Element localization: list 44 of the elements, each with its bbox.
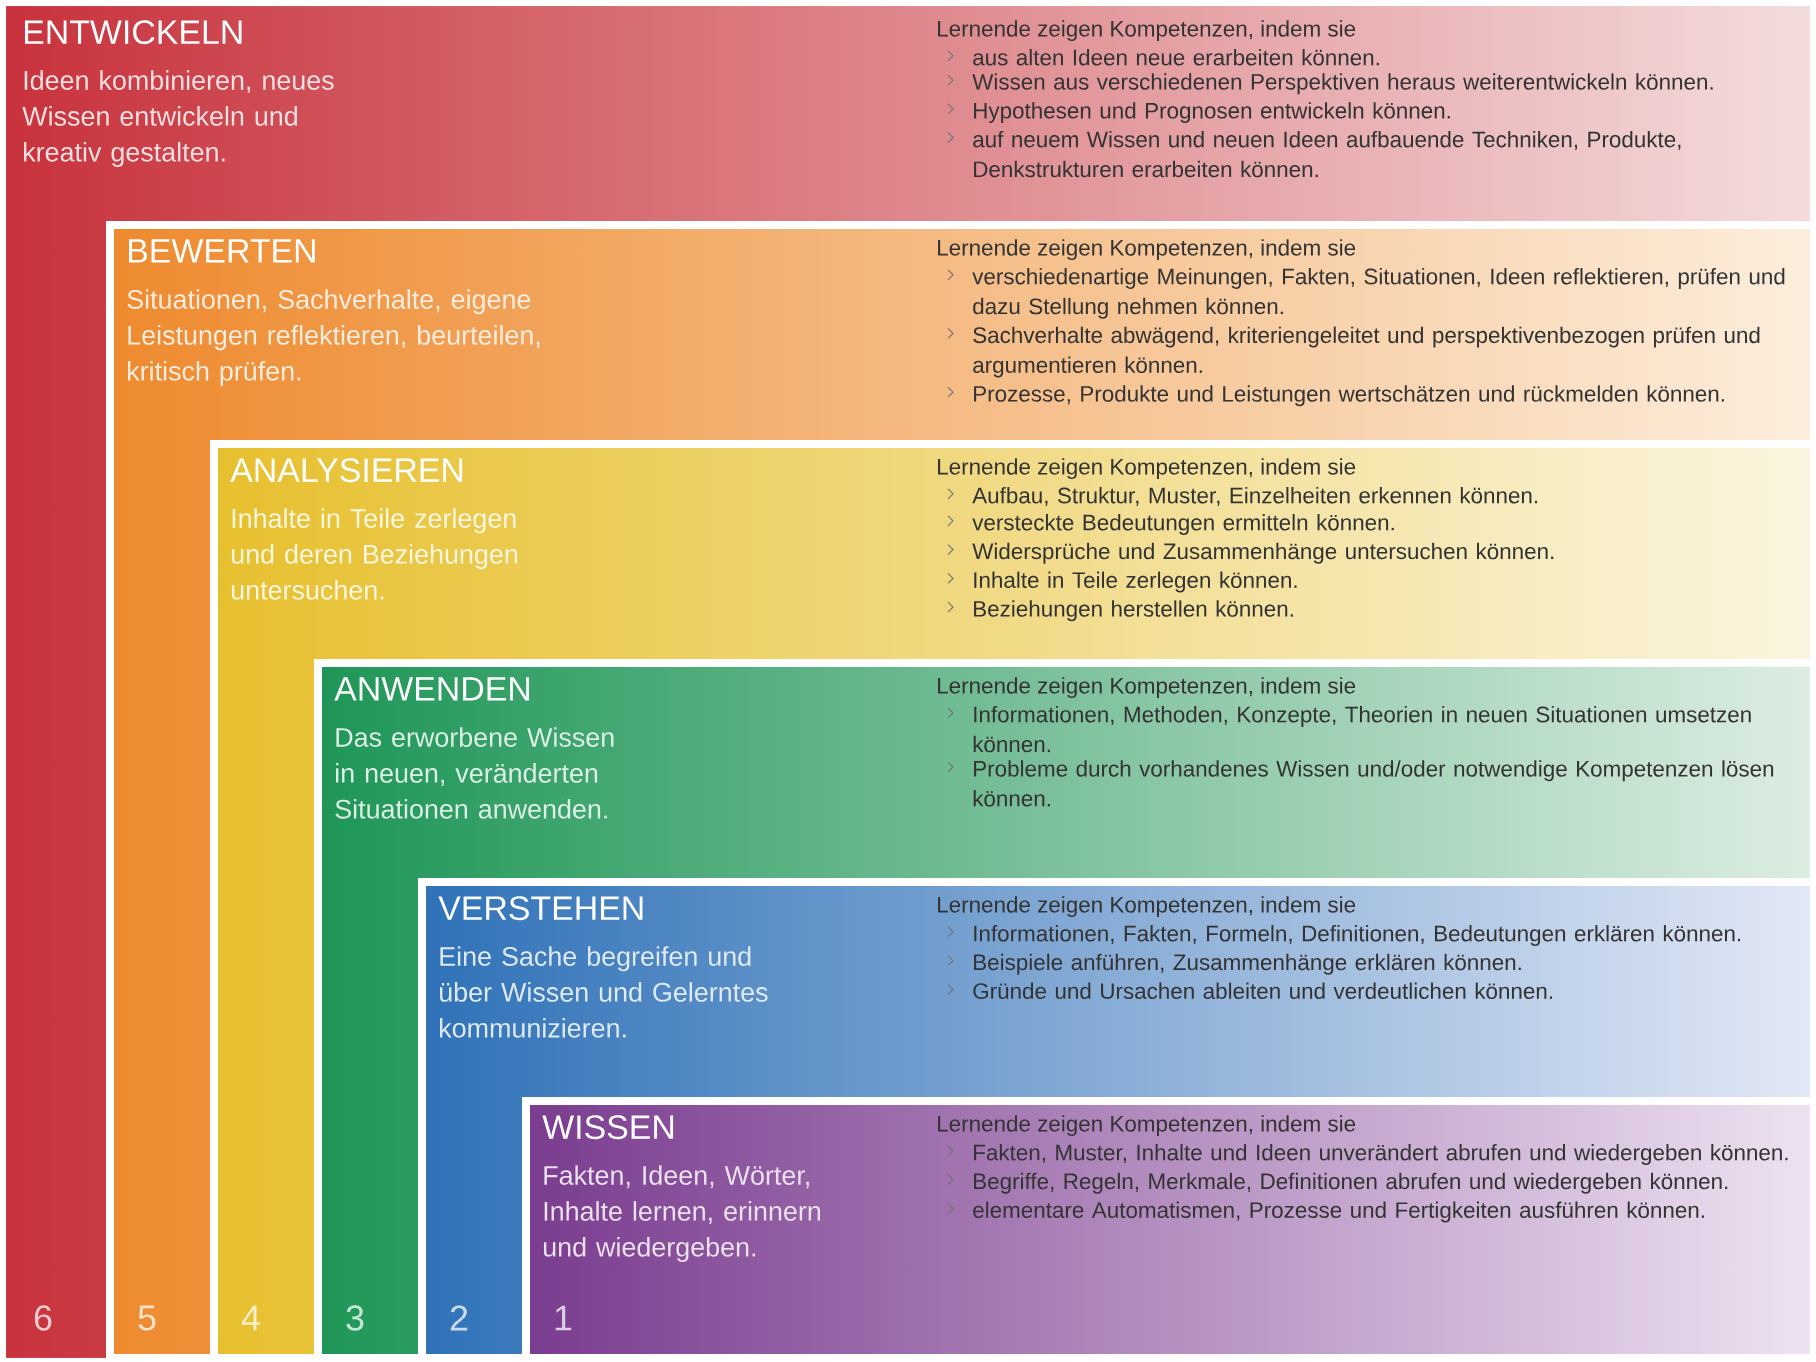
- bullet-item: Informationen, Fakten, Formeln, Definitionen, Bedeutungen erklären können.: [947, 925, 1741, 946]
- bullet-item: Sachverhalte abwägend, kriteriengeleitet und perspektivenbezogen prüfen und argumentieren können.: [947, 326, 1760, 378]
- level-number: 2: [450, 1305, 468, 1331]
- bullet-item: Hypothesen und Prognosen entwickeln können.: [947, 102, 1450, 124]
- level-heading: ANALYSIEREN: [230, 458, 463, 483]
- bullet-item: Prozesse, Produkte und Leistungen wertschätzen und rückmelden können.: [947, 385, 1724, 407]
- level-number: 1: [555, 1305, 572, 1331]
- level-description: Fakten, Ideen, Wörter, Inhalte lernen, erinnern und wiedergeben.: [543, 1165, 821, 1262]
- bullet-item: elementare Automatismen, Prozesse und Fertigkeiten ausführen können.: [947, 1201, 1704, 1223]
- bullet-item: Inhalte in Teile zerlegen können.: [947, 571, 1297, 593]
- bullet-item: Informationen, Methoden, Konzepte, Theorien in neuen Situationen umsetzen können.: [947, 706, 1751, 753]
- bullet-item: auf neuem Wissen und neuen Ideen aufbauende Techniken, Produkte, Denkstrukturen erarbeiten können.: [947, 130, 1681, 178]
- intro-text: Lernende zeigen Kompetenzen, indem sie: [938, 239, 1356, 261]
- intro-text: Lernende zeigen Kompetenzen, indem sie: [938, 1115, 1356, 1137]
- bullet-item: Widersprüche und Zusammenhänge untersuchen können.: [947, 542, 1554, 564]
- intro-text: Lernende zeigen Kompetenzen, indem sie: [938, 458, 1356, 480]
- level-description: Inhalte in Teile zerlegen und deren Beziehungen untersuchen.: [231, 508, 518, 600]
- level-number: 6: [34, 1305, 52, 1331]
- level-heading: WISSEN: [542, 1115, 674, 1140]
- bullet-item: Wissen aus verschiedenen Perspektiven heraus weiterentwickeln können.: [947, 73, 1713, 95]
- bullet-item: aus alten Ideen neue erarbeiten können.: [947, 49, 1379, 66]
- level-number: 3: [346, 1305, 364, 1331]
- bullet-item: Gründe und Ursachen ableiten und verdeutlichen können.: [947, 982, 1552, 1000]
- level-heading: BEWERTEN: [129, 239, 315, 263]
- level-description: Eine Sache begreifen und über Wissen und Gelerntes kommunizieren.: [440, 946, 768, 1038]
- bullet-item: Fakten, Muster, Inhalte und Ideen unverändert abrufen und wiedergeben können.: [947, 1144, 1788, 1165]
- level-description: Das erworbene Wissen in neuen, veränderten Situationen anwenden.: [335, 727, 614, 819]
- level-heading: ENTWICKELN: [25, 20, 242, 45]
- intro-text: Lernende zeigen Kompetenzen, indem sie: [938, 896, 1356, 918]
- intro-text: Lernende zeigen Kompetenzen, indem sie: [938, 677, 1356, 699]
- bullet-item: Beispiele anführen, Zusammenhänge erklären können.: [947, 953, 1521, 975]
- intro-text: Lernende zeigen Kompetenzen, indem sie: [938, 20, 1356, 42]
- level-number: 4: [241, 1305, 260, 1331]
- level-description: Situationen, Sachverhalte, eigene Leistungen reflektieren, beurteilen, kritisch prüfen.: [127, 289, 540, 386]
- level-heading: VERSTEHEN: [438, 896, 643, 921]
- bullet-item: Begriffe, Regeln, Merkmale, Definitionen abrufen und wiedergeben können.: [947, 1172, 1728, 1194]
- level-description: Ideen kombinieren, neues Wissen entwickeln und kreativ gestalten.: [22, 70, 334, 167]
- level-number: 5: [138, 1305, 156, 1331]
- bullet-item: Aufbau, Struktur, Muster, Einzelheiten erkennen können.: [947, 487, 1538, 507]
- bullet-item: versteckte Bedeutungen ermitteln können.: [947, 514, 1394, 535]
- bullet-item: Beziehungen herstellen können.: [947, 600, 1293, 622]
- bullet-item: verschiedenartige Meinungen, Fakten, Situationen, Ideen reflektieren, prüfen und dazu Stellung nehmen können.: [947, 268, 1785, 319]
- bullet-item: Probleme durch vorhandenes Wissen und/oder notwendige Kompetenzen lösen können.: [947, 760, 1774, 807]
- level-heading: ANWENDEN: [334, 677, 530, 701]
